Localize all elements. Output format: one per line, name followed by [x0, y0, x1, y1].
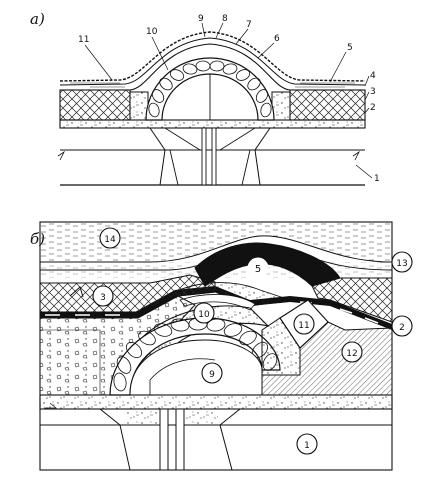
panel-a-layer-5	[59, 37, 366, 86]
panel-a-top-layer	[59, 31, 366, 82]
svg-text:11: 11	[298, 321, 309, 331]
panel-b-base-slab	[39, 394, 393, 410]
callout-a-9: 9	[198, 14, 204, 24]
callout-a-7: 7	[246, 20, 252, 30]
callout-b-5: 5	[247, 257, 269, 279]
callout-b-3: 3	[92, 285, 114, 307]
panel-a-base-slab	[59, 119, 366, 129]
callout-b-1: 1	[296, 433, 318, 455]
panel-b-channel-walls	[99, 408, 241, 471]
panel-a-label: a)	[30, 10, 45, 28]
callout-b-9: 9	[201, 362, 223, 384]
callout-a-8: 8	[222, 14, 228, 24]
callout-b-12: 12	[341, 341, 363, 363]
svg-text:9: 9	[209, 370, 215, 380]
svg-text:3: 3	[100, 293, 106, 303]
panel-a-center-gap	[201, 127, 207, 186]
callout-a-3: 3	[370, 87, 376, 97]
panel-a-callouts: 1 2 3 4 5 6 7 8 9 10 11	[78, 14, 380, 184]
panel-a-leader-lines	[84, 22, 373, 179]
svg-text:14: 14	[104, 235, 116, 245]
panel-b-center-gap	[159, 408, 169, 471]
panel-b-layer-14	[40, 222, 392, 262]
panel-a: a)	[30, 10, 380, 186]
callout-b-11: 11	[293, 313, 315, 335]
callout-a-4: 4	[370, 71, 376, 81]
callout-b-2: 2	[391, 315, 413, 337]
svg-text:5: 5	[255, 264, 261, 275]
panel-a-arch	[145, 57, 275, 121]
svg-text:1: 1	[304, 441, 310, 451]
callout-a-6: 6	[274, 34, 280, 44]
callout-b-10: 10	[193, 302, 215, 324]
panel-a-arch-voussoirs	[148, 60, 272, 118]
panel-a-layer-4	[60, 43, 365, 91]
callout-b-13: 13	[391, 251, 413, 273]
panel-a-insulation-left	[59, 89, 131, 121]
callout-a-10: 10	[146, 27, 158, 37]
panel-b-insulation-3-right	[311, 277, 393, 323]
callout-a-1: 1	[374, 174, 380, 184]
callout-a-2: 2	[370, 103, 376, 113]
panel-a-channel-walls	[149, 127, 271, 186]
svg-text:10: 10	[198, 310, 210, 320]
callout-a-5: 5	[347, 43, 353, 53]
svg-text:13: 13	[396, 259, 407, 269]
panel-b: б)	[30, 221, 413, 471]
panel-b-callouts: 14 13 5 3 2 10	[92, 227, 413, 455]
panel-a-insulation-right	[289, 89, 366, 121]
callout-a-11: 11	[78, 35, 89, 45]
svg-text:2: 2	[399, 323, 405, 333]
svg-text:12: 12	[346, 349, 357, 359]
callout-b-14: 14	[99, 227, 121, 249]
